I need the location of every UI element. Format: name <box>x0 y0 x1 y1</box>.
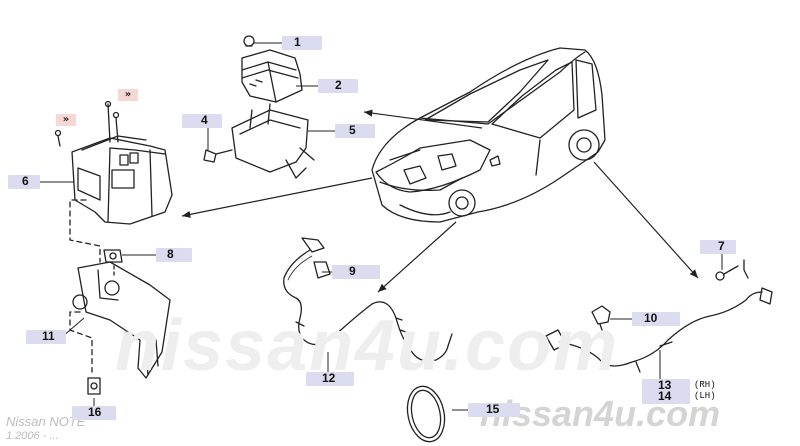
callout-label: 10 <box>644 311 658 325</box>
callout-1[interactable]: 1 <box>282 35 322 50</box>
callout-label: 2 <box>335 78 342 92</box>
model-label: Nissan NOTE <box>6 414 86 429</box>
callout-6[interactable]: 6 <box>8 174 40 189</box>
callout-8[interactable]: 8 <box>156 247 192 262</box>
callout-16[interactable]: 16 <box>72 405 116 420</box>
rear-wheel-sensor <box>545 259 773 373</box>
callout-label: 8 <box>167 247 174 261</box>
callout-label: 7 <box>718 239 725 253</box>
model-date-label: 1.2006 - ... <box>6 430 59 442</box>
callout-label: 13 <box>658 378 672 392</box>
mounting-bracket <box>203 103 315 179</box>
side-label-rh: (RH) <box>694 380 716 390</box>
forward-marker-icon: » <box>118 89 138 101</box>
callout-5[interactable]: 5 <box>335 123 375 138</box>
forward-marker-icon: » <box>56 114 76 126</box>
callout-15[interactable]: 15 <box>468 402 520 417</box>
callout-label: 5 <box>349 123 356 137</box>
control-module <box>241 35 303 103</box>
callout-label: 4 <box>201 113 208 127</box>
callout-13[interactable]: 13 <box>642 378 690 393</box>
watermark-main: nissan4u.com <box>115 306 620 386</box>
callout-label: 1 <box>294 35 301 49</box>
abs-actuator-unit <box>54 100 173 225</box>
car-illustration <box>371 47 606 223</box>
callout-12[interactable]: 12 <box>306 371 354 386</box>
callout-11[interactable]: 11 <box>26 329 66 344</box>
callout-label: 9 <box>349 264 356 278</box>
callout-4[interactable]: 4 <box>182 113 222 128</box>
sensor-rotor-ring <box>406 385 446 443</box>
callout-10[interactable]: 10 <box>632 311 680 326</box>
callout-label: 11 <box>42 329 55 343</box>
callout-9[interactable]: 9 <box>332 264 380 279</box>
front-wheel-sensor <box>283 237 453 362</box>
callout-14[interactable]: 14 <box>642 389 690 404</box>
callout-label: 16 <box>88 405 102 419</box>
side-label-lh: (LH) <box>694 391 716 401</box>
callout-label: 15 <box>486 402 500 416</box>
callout-label: 14 <box>658 389 672 403</box>
callout-2[interactable]: 2 <box>318 78 358 93</box>
callout-7[interactable]: 7 <box>700 239 736 254</box>
actuator-bracket <box>72 249 171 379</box>
callout-label: 6 <box>22 174 29 188</box>
callout-label: 12 <box>322 371 336 385</box>
